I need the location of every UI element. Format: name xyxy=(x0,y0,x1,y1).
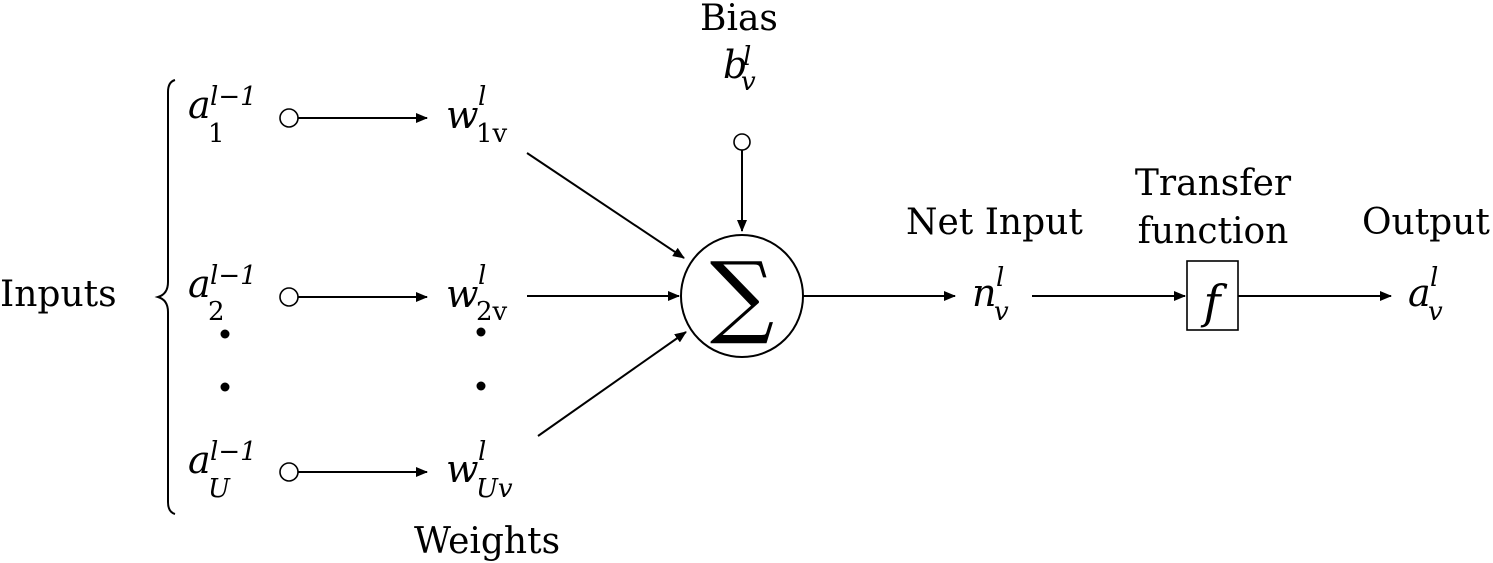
bias-symbol: b l v xyxy=(723,42,756,97)
weight-1-base: w xyxy=(446,93,479,137)
input-u: a l−1 U xyxy=(188,437,428,504)
weight-u-base: w xyxy=(446,447,479,491)
weight-ellipsis-dot-2 xyxy=(476,381,486,391)
output-label: Output xyxy=(1362,202,1490,243)
input-1-sup: l−1 xyxy=(210,82,257,112)
bias-sub: v xyxy=(741,67,756,97)
input-u-sub: U xyxy=(208,474,231,504)
inputs-label: Inputs xyxy=(0,274,117,315)
weight-1-to-sum-arrow xyxy=(526,152,685,259)
summation-icon: ∑ xyxy=(710,243,774,348)
weight-2-sup: l xyxy=(478,261,486,291)
bias-base: b xyxy=(723,43,747,87)
weight-2-base: w xyxy=(446,272,479,316)
input-2-base: a xyxy=(188,262,211,306)
weight-1-sub: 1v xyxy=(476,119,508,149)
transfer-label-line2: function xyxy=(1138,211,1289,252)
weight-2: w l 2v xyxy=(446,261,508,327)
bias-node xyxy=(733,133,751,151)
transfer-label-line1: Transfer xyxy=(1135,163,1292,204)
weight-u-to-sum-arrow xyxy=(537,331,687,437)
net-input-symbol: n l v xyxy=(972,263,1009,327)
input-1-sub: 1 xyxy=(208,119,225,149)
output-base: a xyxy=(1408,271,1431,315)
input-u-sup: l−1 xyxy=(210,437,257,467)
weight-u-sup: l xyxy=(478,437,486,467)
weights-label: Weights xyxy=(414,521,560,562)
input-u-node xyxy=(279,462,299,482)
input-1: a l−1 1 xyxy=(188,82,428,149)
input-ellipsis-dot-2 xyxy=(220,382,230,392)
weight-1: w l 1v xyxy=(446,82,508,149)
output-sub: v xyxy=(1428,297,1443,327)
weight-1-sup: l xyxy=(478,82,486,112)
net-input-label: Net Input xyxy=(906,202,1083,243)
output-sup: l xyxy=(1430,263,1438,293)
input-2: a l−1 2 xyxy=(188,261,428,327)
input-2-sup: l−1 xyxy=(210,261,257,291)
bias-label: Bias xyxy=(700,0,778,39)
output-symbol: a l v xyxy=(1408,263,1443,327)
input-2-node xyxy=(279,287,299,307)
net-input-sub: v xyxy=(994,297,1009,327)
weight-u: w l Uv xyxy=(446,437,513,504)
input-u-base: a xyxy=(188,438,211,482)
weight-u-sub: Uv xyxy=(476,474,513,504)
input-1-base: a xyxy=(188,83,211,127)
inputs-brace xyxy=(154,79,176,515)
bias-sup: l xyxy=(743,42,751,72)
weight-ellipsis-dot-1 xyxy=(476,327,486,337)
input-1-node xyxy=(279,108,299,128)
weight-2-sub: 2v xyxy=(476,297,508,327)
input-2-sub: 2 xyxy=(208,297,225,327)
net-input-sup: l xyxy=(996,263,1004,293)
net-input-base: n xyxy=(972,271,996,315)
input-ellipsis-dot-1 xyxy=(220,329,230,339)
